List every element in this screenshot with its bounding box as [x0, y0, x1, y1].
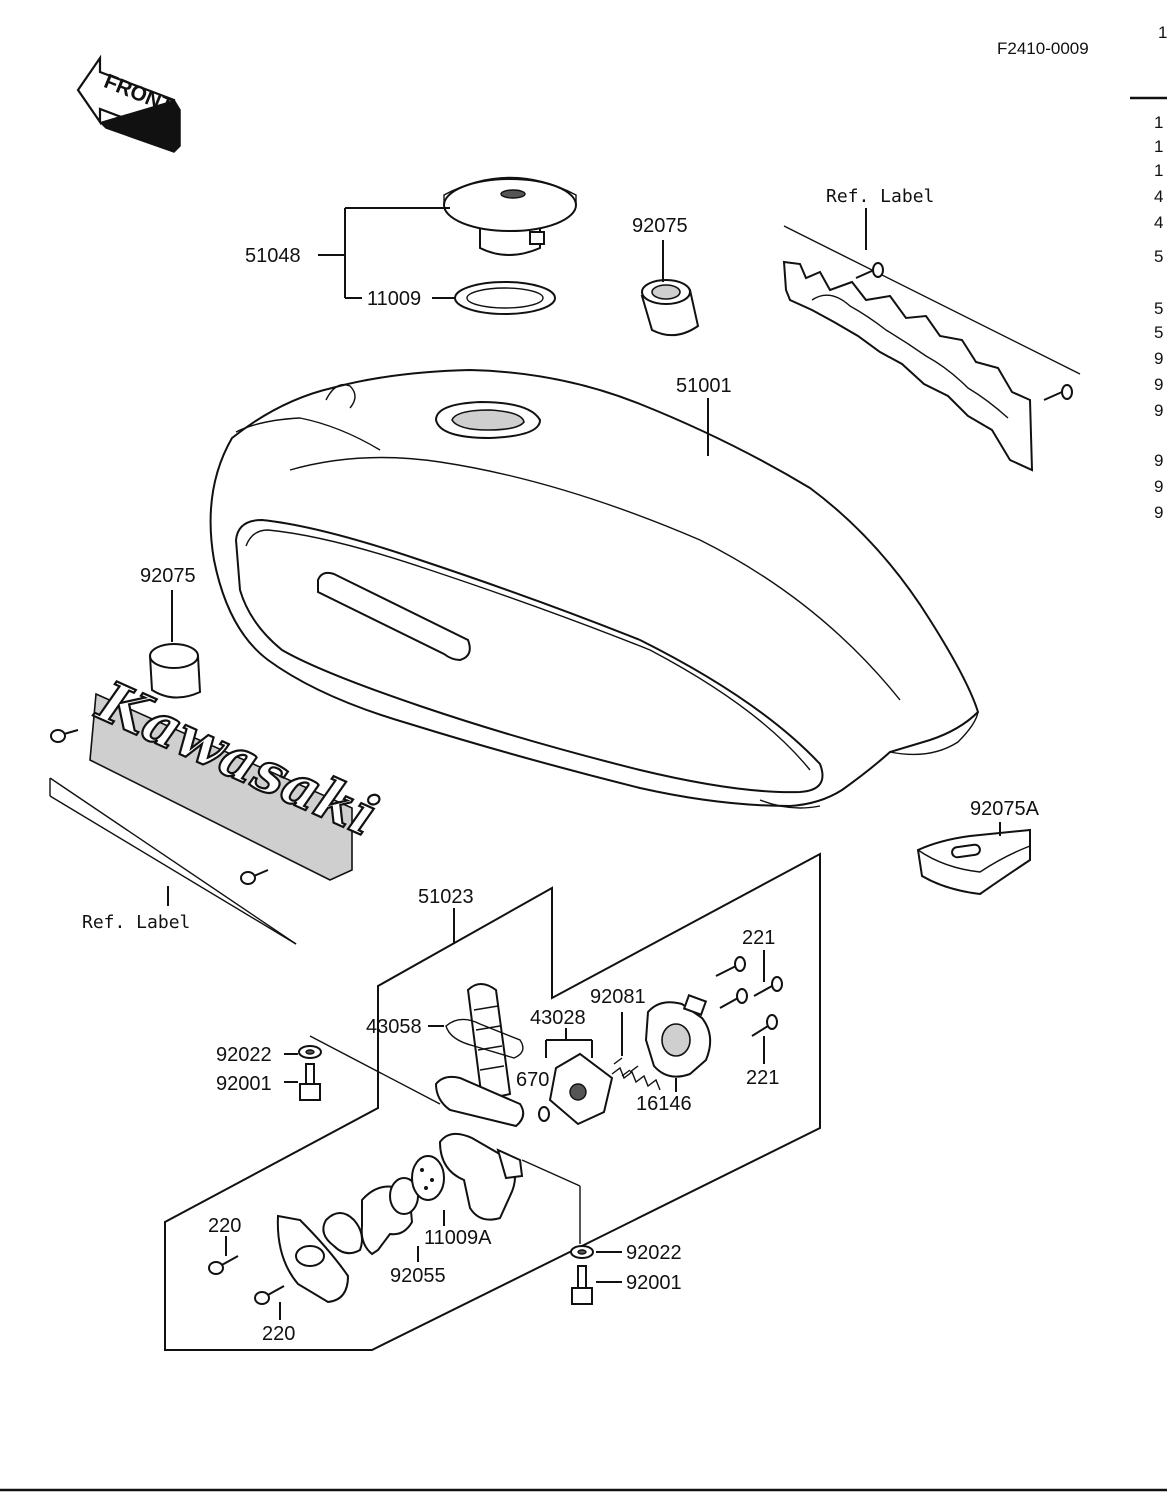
damper-left	[148, 590, 202, 699]
label-220-bottom: 220	[262, 1323, 295, 1345]
callout-51048	[318, 207, 455, 299]
right-edge-glyph: 9	[1154, 375, 1163, 394]
label-670: 670	[516, 1069, 549, 1091]
label-51001: 51001	[676, 375, 732, 397]
label-43058: 43058	[366, 1016, 422, 1038]
right-edge-glyph: 9	[1154, 451, 1163, 470]
label-92075A: 92075A	[970, 798, 1040, 820]
label-51048: 51048	[245, 245, 301, 267]
label-220-top: 220	[208, 1215, 241, 1237]
right-edge-column: 1 1 1 1 4 4 5 5 5 9 9 9 9 9 9	[1130, 23, 1167, 522]
screw-icon	[715, 956, 746, 977]
figure-code: F2410-0009	[997, 39, 1089, 58]
screw-icon	[751, 1014, 778, 1037]
right-edge-glyph: 1	[1154, 161, 1163, 180]
label-11009A: 11009A	[424, 1227, 492, 1249]
screw-icon	[208, 1255, 239, 1275]
label-92001-right: 92001	[626, 1272, 682, 1294]
assembly-outline	[164, 852, 821, 1351]
screw-icon	[855, 262, 884, 279]
ref-label-text-right: Ref. Label	[826, 186, 934, 207]
label-221-bottom: 221	[746, 1067, 779, 1089]
right-edge-glyph: 9	[1154, 401, 1163, 420]
seal-11009A	[411, 1155, 445, 1201]
label-92081: 92081	[590, 986, 646, 1008]
petcock-filter-43058	[434, 983, 525, 1221]
screw-icon	[50, 729, 79, 743]
gasket-icon	[322, 1212, 363, 1255]
right-edge-glyph: 1	[1154, 137, 1163, 156]
kawasaki-emblem-logo: Kawasaki	[49, 667, 388, 945]
ref-label-plate-right	[782, 208, 1081, 472]
right-edge-glyph: 5	[1154, 299, 1163, 318]
label-11009: 11009	[367, 288, 421, 310]
label-92001-left: 92001	[216, 1073, 272, 1095]
label-92075-top: 92075	[632, 215, 688, 237]
front-arrow-icon: FRONT	[76, 54, 181, 153]
screw-icon	[719, 988, 748, 1009]
right-edge-glyph: 9	[1154, 503, 1163, 522]
right-edge-glyph: 9	[1154, 349, 1163, 368]
callout-43028	[545, 1028, 593, 1058]
label-51023: 51023	[418, 886, 474, 908]
bolt-92001-right	[571, 1265, 593, 1305]
lever-92055	[360, 1177, 419, 1256]
filler-cap	[443, 176, 577, 256]
spring-92081	[611, 1012, 661, 1091]
right-edge-glyph: 4	[1154, 213, 1163, 232]
washer-92022-right	[570, 1245, 594, 1259]
label-221-top: 221	[742, 927, 775, 949]
label-92055: 92055	[390, 1265, 446, 1287]
diaphragm-43028	[538, 1052, 614, 1126]
label-16146: 16146	[636, 1093, 692, 1115]
pad-92075A	[916, 822, 1031, 896]
cap-gasket	[454, 281, 556, 315]
top-right-glyph: 1	[1158, 23, 1167, 42]
damper-top	[640, 240, 700, 337]
washer-92022-left	[298, 1045, 322, 1059]
ref-label-text-left: Ref. Label	[82, 912, 190, 933]
label-92075-left: 92075	[140, 565, 196, 587]
lever-plate	[276, 1214, 350, 1304]
right-edge-glyph: 5	[1154, 323, 1163, 342]
label-92022-right: 92022	[626, 1242, 682, 1264]
bolt-92001-left	[299, 1063, 321, 1101]
screw-icon	[240, 869, 269, 885]
right-edge-glyph: 5	[1154, 247, 1163, 266]
right-edge-glyph: 4	[1154, 187, 1163, 206]
screw-icon	[254, 1285, 285, 1305]
screw-icon	[1043, 384, 1073, 401]
o-ring-670	[538, 1106, 550, 1122]
screw-icon	[753, 976, 783, 997]
label-43028: 43028	[530, 1007, 586, 1029]
fuel-tank	[209, 368, 980, 809]
label-92022-left: 92022	[216, 1044, 272, 1066]
cover-16146	[644, 994, 712, 1092]
right-edge-glyph: 1	[1154, 113, 1163, 132]
right-edge-glyph: 9	[1154, 477, 1163, 496]
